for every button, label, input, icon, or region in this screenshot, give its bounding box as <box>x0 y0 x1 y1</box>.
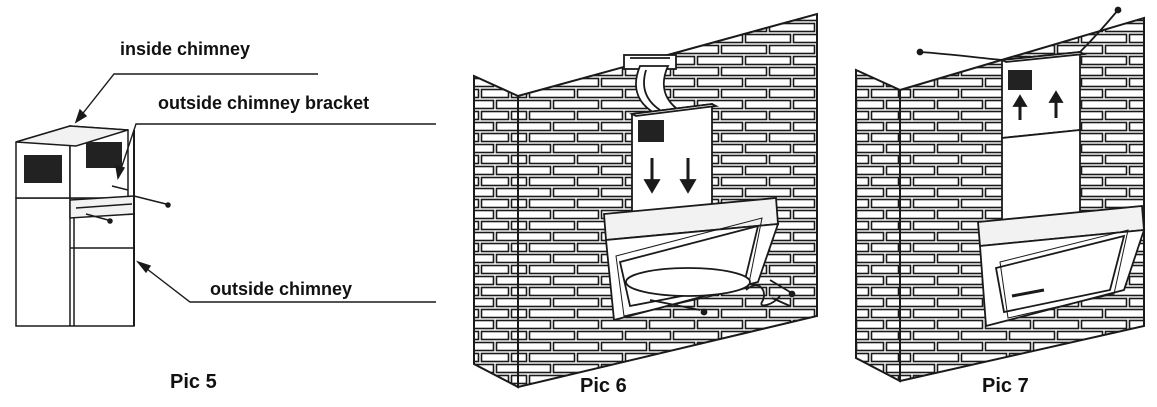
pic6-filter-ellipse <box>625 267 751 297</box>
pic7-hood-glass <box>979 228 1146 328</box>
label-outside-chimney-bracket: outside chimney bracket <box>158 93 370 113</box>
pic7-vent <box>1008 70 1032 90</box>
pic5-leaders <box>74 73 436 303</box>
caption-pic7: Pic 7 <box>982 375 1029 397</box>
pic7-inside-chimney <box>1001 51 1081 139</box>
pic5-chimney-assembly <box>15 124 171 327</box>
pic5-outside-chimney <box>15 197 135 327</box>
pic7-outside-chimney <box>1001 129 1081 223</box>
caption-pic6: Pic 6 <box>580 375 627 397</box>
pic6-vent <box>638 120 664 142</box>
pic7-arrows-up <box>1012 90 1064 120</box>
label-outside-chimney: outside chimney <box>210 279 353 299</box>
pic7-hood-assembly <box>916 6 1146 328</box>
pic6-hood-assembly <box>603 54 796 322</box>
pic6-arrows-down <box>643 158 697 194</box>
caption-pic5: Pic 5 <box>170 371 217 393</box>
pic7-wall <box>855 16 1145 383</box>
label-inside-chimney: inside chimney <box>120 39 251 59</box>
pic5-vent-right <box>86 142 122 168</box>
pic5-vent-left <box>24 155 62 183</box>
